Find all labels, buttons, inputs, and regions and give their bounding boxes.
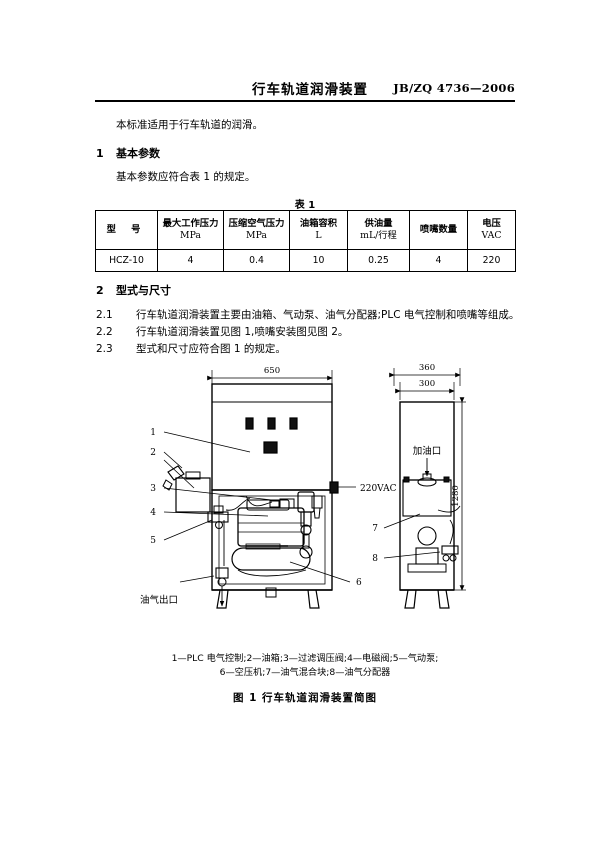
table-header-cell: 喷嘴数量 (409, 210, 468, 250)
page-title: 行车轨道润滑装置 (252, 82, 368, 98)
section-2-number: 2 (96, 284, 104, 297)
table-header-cell: 最大工作压力 MPa (157, 210, 224, 250)
table-cell: 220 (467, 249, 516, 272)
clause-2-3-text: 型式和尺寸应符合图 1 的规定。 (136, 343, 286, 355)
figure-1-drawing: 650 (120, 360, 560, 650)
table-header-label: 型 号 (106, 224, 147, 235)
clause-2-2-number: 2.2 (96, 326, 113, 338)
table-header-unit: MPa (180, 230, 201, 241)
dimension-360-label: 360 (419, 363, 435, 373)
callout-6-label: 6 (356, 578, 362, 588)
table-cell: 0.25 (347, 249, 410, 272)
table-cell: HCZ-10 (95, 249, 158, 272)
callout-1-label: 1 (150, 428, 156, 438)
table-header-unit: mL/行程 (360, 230, 397, 241)
callout-4-label: 4 (150, 508, 156, 518)
section-1-title: 基本参数 (116, 147, 160, 160)
section-1-number: 1 (96, 147, 104, 160)
callout-8-label: 8 (372, 554, 378, 564)
table-row: HCZ-10 4 0.4 10 0.25 4 220 (95, 249, 516, 272)
header-divider (95, 100, 515, 102)
oil-outlet-label: 油气出口 (140, 594, 178, 606)
table-header-cell: 油箱容积 L (289, 210, 348, 250)
clause-2-3-number: 2.3 (96, 343, 113, 355)
table-header-cell: 型 号 (95, 210, 158, 250)
table-cell: 4 (157, 249, 224, 272)
table-header-cell: 供油量 mL/行程 (347, 210, 410, 250)
table-header-label: 最大工作压力 (162, 218, 219, 229)
table-cell: 0.4 (223, 249, 290, 272)
callout-5-label: 5 (150, 536, 156, 546)
spec-table-block: 表 1 型 号 最大工作压力 MPa 压缩空气压力 (95, 196, 516, 272)
standard-number: JB/ZQ 4736—2006 (393, 81, 515, 95)
clause-2-1-text: 行车轨道润滑装置主要由油箱、气动泵、油气分配器;PLC 电气控制和喷嘴等组成。 (136, 309, 520, 321)
figure-legend: 1—PLC 电气控制;2—油箱;3—过滤调压阀;4—电磁阀;5—气动泵; 6—空… (95, 652, 515, 680)
table-header-cell: 电压 VAC (467, 210, 516, 250)
callout-2-label: 2 (150, 448, 156, 458)
table-header-unit: MPa (246, 230, 267, 241)
figure-legend-line-2: 6—空压机;7—油气混合块;8—油气分配器 (219, 667, 391, 678)
page-header: 行车轨道润滑装置 JB/ZQ 4736—2006 (95, 78, 515, 108)
callout-7-label: 7 (372, 524, 378, 534)
table-header-label: 供油量 (364, 218, 393, 229)
table-header-label: 电压 (482, 218, 501, 229)
fill-port-label: 加油口 (413, 445, 442, 457)
voltage-label: 220VAC (360, 484, 397, 494)
table-header-label: 油箱容积 (299, 218, 338, 229)
table-header-label: 喷嘴数量 (419, 224, 458, 235)
clause-2-2-text: 行车轨道润滑装置见图 1,喷嘴安装图见图 2。 (136, 326, 349, 338)
table-header-row: 型 号 最大工作压力 MPa 压缩空气压力 MPa 油箱容积 L (95, 210, 516, 250)
table-header-label: 压缩空气压力 (228, 218, 285, 229)
callout-3-label: 3 (150, 484, 156, 494)
clause-2-1-number: 2.1 (96, 309, 113, 321)
table-cell: 4 (409, 249, 468, 272)
dimension-300-label: 300 (419, 379, 435, 389)
figure-1-svg: 650 (140, 363, 466, 609)
table-header-unit: VAC (481, 230, 502, 241)
table-header-unit: L (315, 230, 322, 241)
dimension-1280-label: 1280 (451, 485, 461, 507)
dimension-650-label: 650 (264, 366, 280, 376)
table-cell: 10 (289, 249, 348, 272)
section-2-title: 型式与尺寸 (116, 284, 171, 297)
basic-params-paragraph: 基本参数应符合表 1 的规定。 (116, 171, 256, 183)
table-header-cell: 压缩空气压力 MPa (223, 210, 290, 250)
figure-caption: 图 1 行车轨道润滑装置简图 (232, 692, 378, 704)
figure-legend-line-1: 1—PLC 电气控制;2—油箱;3—过滤调压阀;4—电磁阀;5—气动泵; (171, 653, 439, 664)
intro-paragraph: 本标准适用于行车轨道的润滑。 (116, 119, 263, 131)
spec-table: 型 号 最大工作压力 MPa 压缩空气压力 MPa 油箱容积 L (95, 210, 516, 272)
table-caption: 表 1 (294, 200, 316, 211)
